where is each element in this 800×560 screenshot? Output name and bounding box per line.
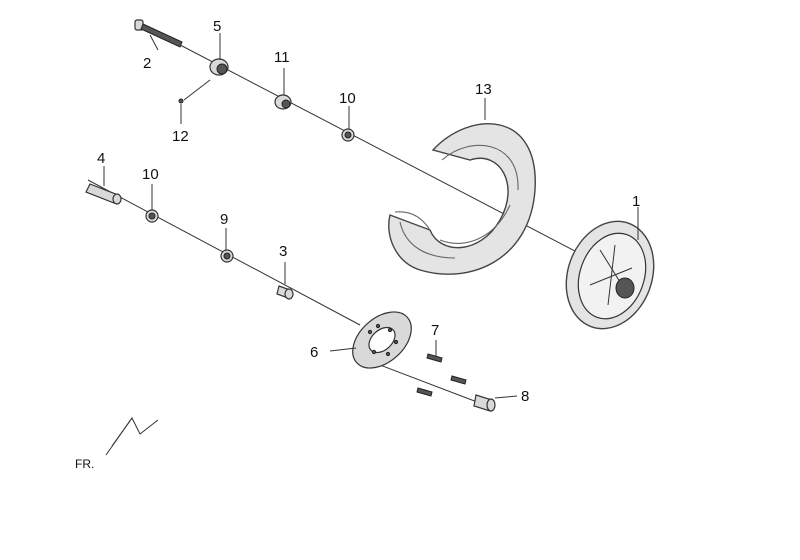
brake-disc [352, 311, 412, 369]
disc-bolts [416, 353, 467, 397]
bolt-axis [379, 364, 486, 406]
front-direction-indicator: FR. [75, 417, 159, 471]
callout-3: 3 [279, 243, 287, 260]
leader-lines [103, 33, 639, 399]
bearing-lower [145, 209, 159, 223]
callout-10-lower: 10 [142, 166, 159, 183]
bearing-upper [341, 128, 355, 142]
hub-cap [473, 394, 496, 412]
distance-collar [276, 285, 294, 300]
callout-9: 9 [220, 211, 228, 228]
axle-bolt [134, 19, 183, 48]
callout-8: 8 [521, 388, 529, 405]
callout-4: 4 [97, 150, 105, 167]
callout-7: 7 [431, 322, 439, 339]
direction-arrow-icon [105, 417, 159, 456]
tire [388, 123, 536, 275]
wheel-rim [565, 220, 655, 330]
callout-12: 12 [172, 128, 189, 145]
callout-1: 1 [632, 193, 640, 210]
collar [274, 94, 292, 110]
direction-label: FR. [75, 457, 94, 471]
axle-nut [209, 58, 229, 76]
callout-13: 13 [475, 81, 492, 98]
spacer [85, 183, 122, 205]
callout-6: 6 [310, 344, 318, 361]
cotter-pin [178, 98, 184, 104]
oil-seal [220, 249, 234, 263]
callout-10-upper: 10 [339, 90, 356, 107]
callouts: 1 2 3 4 5 6 7 8 9 10 10 11 12 13 [97, 18, 640, 405]
callout-11: 11 [274, 49, 290, 66]
callout-2: 2 [143, 55, 151, 72]
callout-5: 5 [213, 18, 221, 35]
